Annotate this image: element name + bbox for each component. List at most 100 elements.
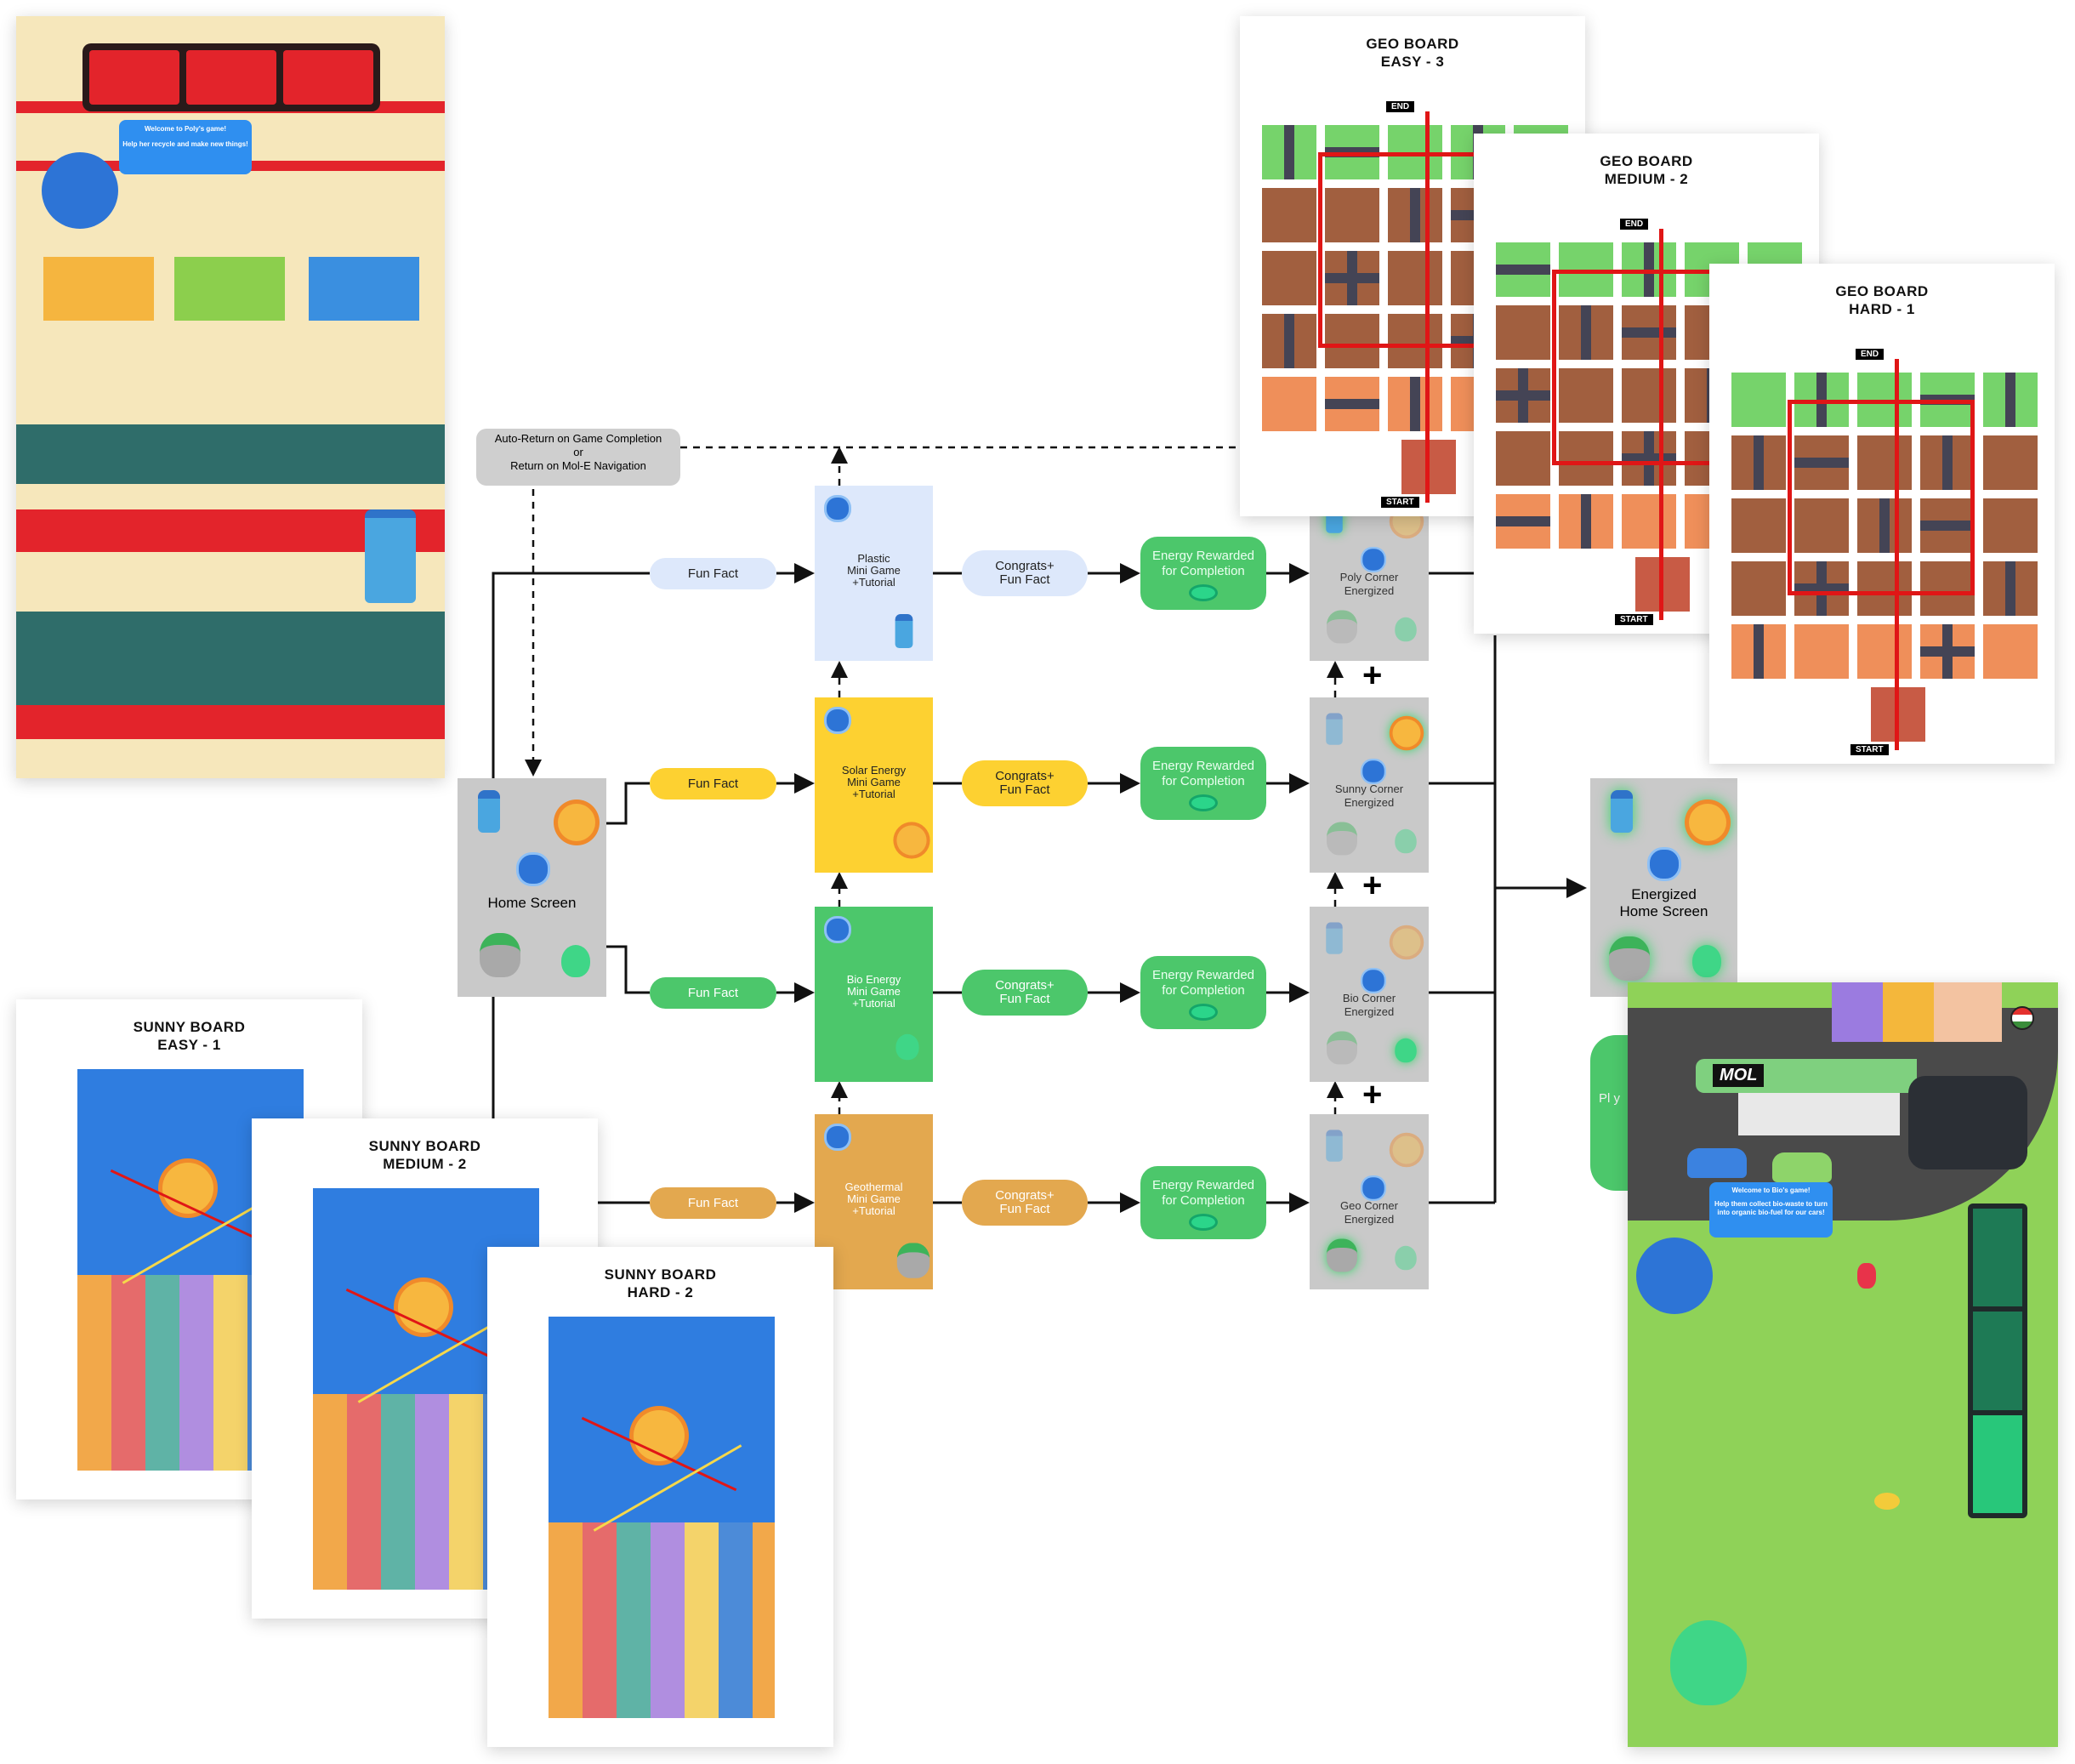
rock-character-icon	[1327, 822, 1357, 856]
mini-game-label: Mini Game	[847, 776, 901, 788]
pipe-tile[interactable]	[1559, 368, 1613, 423]
pipe-tile[interactable]	[1857, 561, 1912, 616]
pipe-tile[interactable]	[1983, 373, 2038, 427]
congrats-label: Fun Fact	[999, 1202, 1050, 1216]
corner-label: Energized	[1344, 796, 1395, 809]
pipe-segment	[1754, 435, 1764, 490]
pipe-tile[interactable]	[1920, 561, 1975, 616]
pipe-tile[interactable]	[1731, 624, 1786, 679]
pipe-segment	[1496, 516, 1550, 526]
energized-home-label: Home Screen	[1619, 903, 1708, 919]
pipe-tile[interactable]	[1325, 188, 1379, 242]
pipe-tile[interactable]	[1262, 377, 1316, 431]
pipe-tile[interactable]	[1559, 431, 1613, 486]
board-title: SUNNY BOARD	[368, 1138, 481, 1154]
sprout-character-icon	[561, 945, 590, 977]
pipe-tile[interactable]	[1857, 435, 1912, 490]
congrats-fun-fact-pill: Congrats+Fun Fact	[962, 760, 1088, 806]
pipe-tile[interactable]	[1496, 431, 1550, 486]
fun-fact-pill: Fun Fact	[650, 768, 776, 799]
pipe-tile[interactable]	[1388, 188, 1442, 242]
speech-title: Welcome to Poly's game!	[144, 125, 226, 133]
congrats-label: Congrats+	[995, 1188, 1055, 1203]
pipe-tile[interactable]	[1388, 377, 1442, 431]
pipe-tile[interactable]	[1496, 242, 1550, 297]
pipe-tile[interactable]	[1983, 561, 2038, 616]
pipe-tile[interactable]	[1731, 498, 1786, 553]
pipe-tile[interactable]	[1731, 561, 1786, 616]
pipe-tile[interactable]	[1731, 435, 1786, 490]
banana-peel-pickup[interactable]	[1874, 1493, 1900, 1510]
pipe-tile[interactable]	[1325, 377, 1379, 431]
speech-body: Help her recycle and make new things!	[122, 140, 248, 148]
pipe-tile[interactable]	[1731, 373, 1786, 427]
apple-core-pickup[interactable]	[1857, 1263, 1876, 1289]
energy-label: Energy Rewarded	[1151, 1178, 1255, 1192]
pipe-tile[interactable]	[1559, 494, 1613, 549]
bottle-character-icon	[478, 790, 500, 833]
pipe-tile[interactable]	[1622, 368, 1676, 423]
poly-game-screen: Welcome to Poly's game! Help her recycle…	[16, 16, 445, 778]
pipe-tile[interactable]	[1794, 435, 1849, 490]
pipe-tile[interactable]	[1262, 314, 1316, 368]
pipe-segment	[1410, 188, 1420, 242]
board-subtitle: MEDIUM - 2	[1604, 171, 1689, 187]
pipe-tile[interactable]	[1983, 624, 2038, 679]
pipe-tile[interactable]	[1388, 251, 1442, 305]
board-subtitle: EASY - 1	[157, 1037, 221, 1053]
note-line: Return on Mol-E Navigation	[510, 459, 646, 472]
product-slot	[283, 50, 373, 105]
home-screen-card[interactable]: Home Screen	[458, 778, 606, 997]
rock-character-icon	[480, 933, 520, 977]
energized-home-screen-card[interactable]: Energized Home Screen	[1590, 778, 1737, 997]
pipe-tile[interactable]	[1920, 498, 1975, 553]
board-title: SUNNY BOARD	[604, 1266, 717, 1283]
corner-label: Energized	[1344, 584, 1395, 597]
pipe-tile[interactable]	[1794, 498, 1849, 553]
pipe-tile[interactable]	[1983, 435, 2038, 490]
pipe-tile[interactable]	[1325, 314, 1379, 368]
pipe-tile[interactable]	[1496, 494, 1550, 549]
corner-label: Bio Corner	[1342, 992, 1396, 1004]
pipe-tile[interactable]	[1262, 251, 1316, 305]
speech-body: Help them collect bio-waste to turn into…	[1714, 1200, 1828, 1216]
pipe-tile[interactable]	[1325, 251, 1379, 305]
blob-character-icon	[1362, 1177, 1384, 1199]
pipe-tile[interactable]	[1559, 305, 1613, 360]
rock-character-icon	[1327, 610, 1357, 644]
pipe-tile[interactable]	[1622, 494, 1676, 549]
conveyor-belt	[16, 612, 445, 705]
board-title: GEO BOARD	[1600, 153, 1693, 169]
pipe-tile[interactable]	[1496, 305, 1550, 360]
energy-orb-icon	[1189, 1004, 1218, 1021]
blob-character-icon	[1362, 970, 1384, 992]
pipe-segment	[1581, 305, 1591, 360]
board-subtitle: MEDIUM - 2	[383, 1156, 467, 1172]
pipe-tile[interactable]	[1983, 498, 2038, 553]
pipe-tile[interactable]	[1622, 431, 1676, 486]
pipe-tile[interactable]	[1496, 368, 1550, 423]
corner-label: Poly Corner	[1339, 571, 1399, 583]
bottle-character-icon	[1326, 1130, 1343, 1162]
pipe-tile[interactable]	[1857, 498, 1912, 553]
mol-e-character	[42, 152, 118, 229]
pipe-tile[interactable]	[1920, 624, 1975, 679]
pipe-tile[interactable]	[1388, 314, 1442, 368]
blob-character-icon	[1362, 549, 1384, 571]
speech-bubble: Welcome to Bio's game! Help them collect…	[1709, 1182, 1833, 1238]
pipe-tile[interactable]	[1794, 624, 1849, 679]
pipe-tile[interactable]	[1920, 435, 1975, 490]
pipe-tile[interactable]	[1262, 188, 1316, 242]
pipe-tile[interactable]	[1262, 125, 1316, 179]
pipe-tile[interactable]	[1857, 624, 1912, 679]
